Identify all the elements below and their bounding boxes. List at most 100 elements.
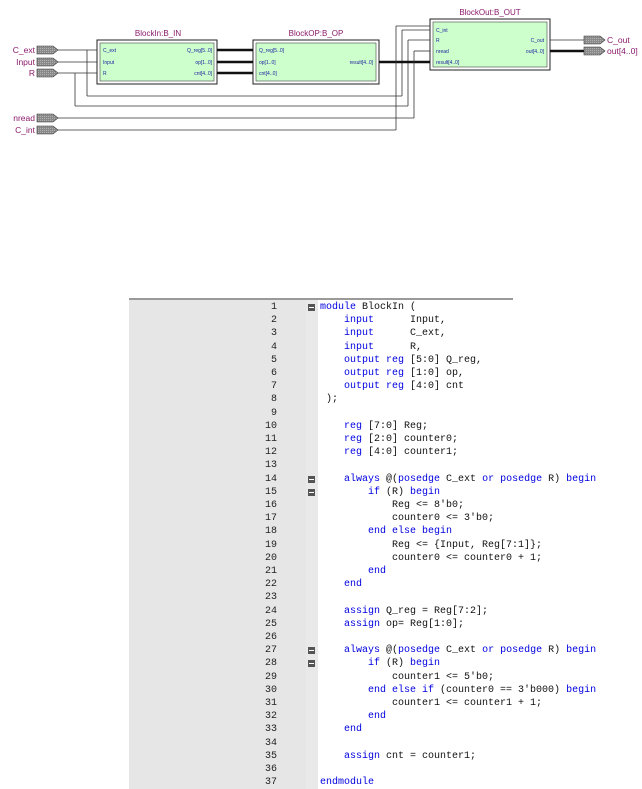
block-in-pin-q-reg: Q_reg[5..0] — [187, 48, 213, 54]
output-port-out[interactable]: out[4..0] — [583, 46, 638, 56]
code-text: counter0 <= 3'b0; — [320, 512, 494, 525]
code-line[interactable]: 33 end — [129, 723, 513, 736]
code-line[interactable]: 20 counter0 <= counter0 + 1; — [129, 552, 542, 565]
code-line[interactable]: 26 — [129, 631, 513, 644]
block-out[interactable]: BlockOut:B_OUT C_int R nread result[4..0… — [429, 8, 551, 71]
line-number: 16 — [264, 500, 277, 511]
code-line[interactable]: 36 — [129, 763, 513, 776]
code-text: counter0 <= counter0 + 1; — [320, 552, 542, 565]
port-label-r: R — [29, 68, 35, 78]
code-line[interactable]: 11 reg [2:0] counter0; — [129, 433, 513, 446]
code-text: if (R) begin — [320, 486, 440, 499]
code-line[interactable]: 19 Reg <= {Input, Reg[7:1]}; — [129, 539, 542, 552]
block-in-pin-op: op[1..0] — [195, 60, 212, 66]
code-text: counter1 <= counter1 + 1; — [320, 697, 542, 710]
code-text: input R, — [320, 341, 422, 354]
block-in-pin-cnt: cnt[4..0] — [194, 71, 212, 77]
code-token: Reg <= {Input, Reg[7:1]}; — [320, 539, 543, 551]
code-token: [2:0] counter0; — [362, 434, 459, 445]
code-line[interactable]: 14 always @(posedge C_ext or posedge R) … — [129, 473, 596, 486]
code-line[interactable]: 31 counter1 <= counter1 + 1; — [129, 697, 542, 710]
line-number-gutter — [129, 300, 306, 789]
collapse-toggle-icon[interactable] — [308, 304, 315, 311]
code-line[interactable]: 16 Reg <= 8'b0; — [129, 499, 513, 512]
line-number: 5 — [270, 354, 277, 366]
code-text: module BlockIn ( — [320, 301, 416, 314]
keyword-token: assign — [320, 605, 381, 617]
code-line[interactable]: 7 output reg [4:0] cnt — [129, 380, 513, 393]
code-line[interactable]: 34 — [129, 737, 513, 750]
code-line[interactable]: 28 if (R) begin — [129, 657, 513, 670]
code-line[interactable]: 4 input R, — [129, 341, 513, 354]
code-line[interactable]: 18 end else begin — [129, 525, 513, 538]
code-line[interactable]: 2 input Input, — [129, 314, 513, 327]
code-line[interactable]: 6 output reg [1:0] op, — [129, 367, 513, 380]
input-port-r[interactable]: R — [29, 68, 59, 78]
code-text: counter1 <= 5'b0; — [320, 671, 494, 684]
input-port-input[interactable]: Input — [16, 57, 59, 67]
code-line[interactable]: 32 end — [129, 710, 513, 723]
line-number: 8 — [270, 394, 277, 406]
code-line[interactable]: 13 — [129, 459, 513, 472]
block-in[interactable]: BlockIn:B_IN C_ext Input R Q_reg[5..0] o… — [96, 29, 218, 85]
block-out-pin-c-int: C_int — [436, 28, 448, 34]
code-line[interactable]: 9 — [129, 407, 513, 420]
output-port-c-out[interactable]: C_out — [583, 35, 630, 45]
code-line[interactable]: 5 output reg [5:0] Q_reg, — [129, 354, 513, 367]
line-number: 13 — [264, 460, 277, 472]
block-op[interactable]: BlockOP:B_OP Q_reg[5..0] op[1..0] cnt[4.… — [252, 29, 380, 85]
code-line[interactable]: 8 ); — [129, 393, 513, 406]
keyword-token: posedge — [398, 473, 441, 485]
code-token: R) — [542, 473, 567, 485]
port-label-c-out: C_out — [607, 35, 630, 45]
line-number: 21 — [264, 566, 277, 577]
collapse-toggle-icon[interactable] — [308, 488, 315, 496]
code-line[interactable]: 10 reg [7:0] Reg; — [129, 420, 513, 433]
code-token: (R) — [380, 486, 411, 498]
code-line[interactable]: 3 input C_ext, — [129, 327, 513, 340]
code-line[interactable]: 17 counter0 <= 3'b0; — [129, 512, 513, 525]
code-text: assign op= Reg[1:0]; — [320, 618, 464, 631]
line-number: 33 — [264, 724, 277, 736]
code-line[interactable]: 12 reg [4:0] counter1; — [129, 446, 513, 459]
block-out-pin-r: R — [436, 38, 440, 44]
code-token: R) — [542, 645, 567, 657]
code-line[interactable]: 29 counter1 <= 5'b0; — [129, 671, 513, 684]
code-line[interactable]: 27 always @(posedge C_ext or posedge R) … — [129, 644, 596, 657]
code-text: ); — [320, 393, 338, 406]
keyword-token: reg — [320, 434, 363, 445]
port-label-nread: nread — [13, 113, 35, 123]
block-diagram: BlockIn:B_IN C_ext Input R Q_reg[5..0] o… — [13, 8, 638, 135]
line-number: 28 — [264, 658, 277, 670]
keyword-token: end — [320, 724, 363, 736]
collapse-toggle-icon[interactable] — [308, 475, 315, 483]
code-text: end — [320, 723, 362, 736]
input-port-c-ext[interactable]: C_ext — [13, 45, 59, 55]
line-number: 17 — [264, 513, 277, 525]
code-line[interactable]: 24 assign Q_reg = Reg[7:2]; — [129, 605, 513, 618]
keyword-token: always — [320, 645, 381, 657]
keyword-token: or posedge — [482, 645, 543, 657]
code-line[interactable]: 21 end — [129, 565, 513, 578]
code-line[interactable]: 23 — [129, 591, 513, 604]
collapse-toggle-icon[interactable] — [308, 647, 315, 655]
input-port-c-int[interactable]: C_int — [15, 125, 59, 135]
code-line[interactable]: 22 end — [129, 578, 513, 591]
code-token: BlockIn ( — [356, 302, 417, 313]
code-line[interactable]: 25 assign op= Reg[1:0]; — [129, 618, 513, 631]
keyword-token: end else begin — [320, 526, 453, 538]
input-port-nread[interactable]: nread — [13, 113, 59, 123]
code-line[interactable]: 30 end else if (counter0 == 3'b000) begi… — [129, 684, 596, 697]
code-text: input Input, — [320, 314, 446, 327]
port-label-out: out[4..0] — [607, 46, 638, 56]
collapse-toggle-icon[interactable] — [308, 660, 315, 668]
code-line[interactable]: 15 if (R) begin — [129, 486, 513, 499]
code-line[interactable]: 35 assign cnt = counter1; — [129, 750, 513, 763]
keyword-token: end else if — [320, 684, 435, 696]
code-text: reg [7:0] Reg; — [320, 420, 428, 433]
block-in-title: BlockIn:B_IN — [135, 29, 181, 38]
keyword-token: assign — [320, 750, 381, 762]
